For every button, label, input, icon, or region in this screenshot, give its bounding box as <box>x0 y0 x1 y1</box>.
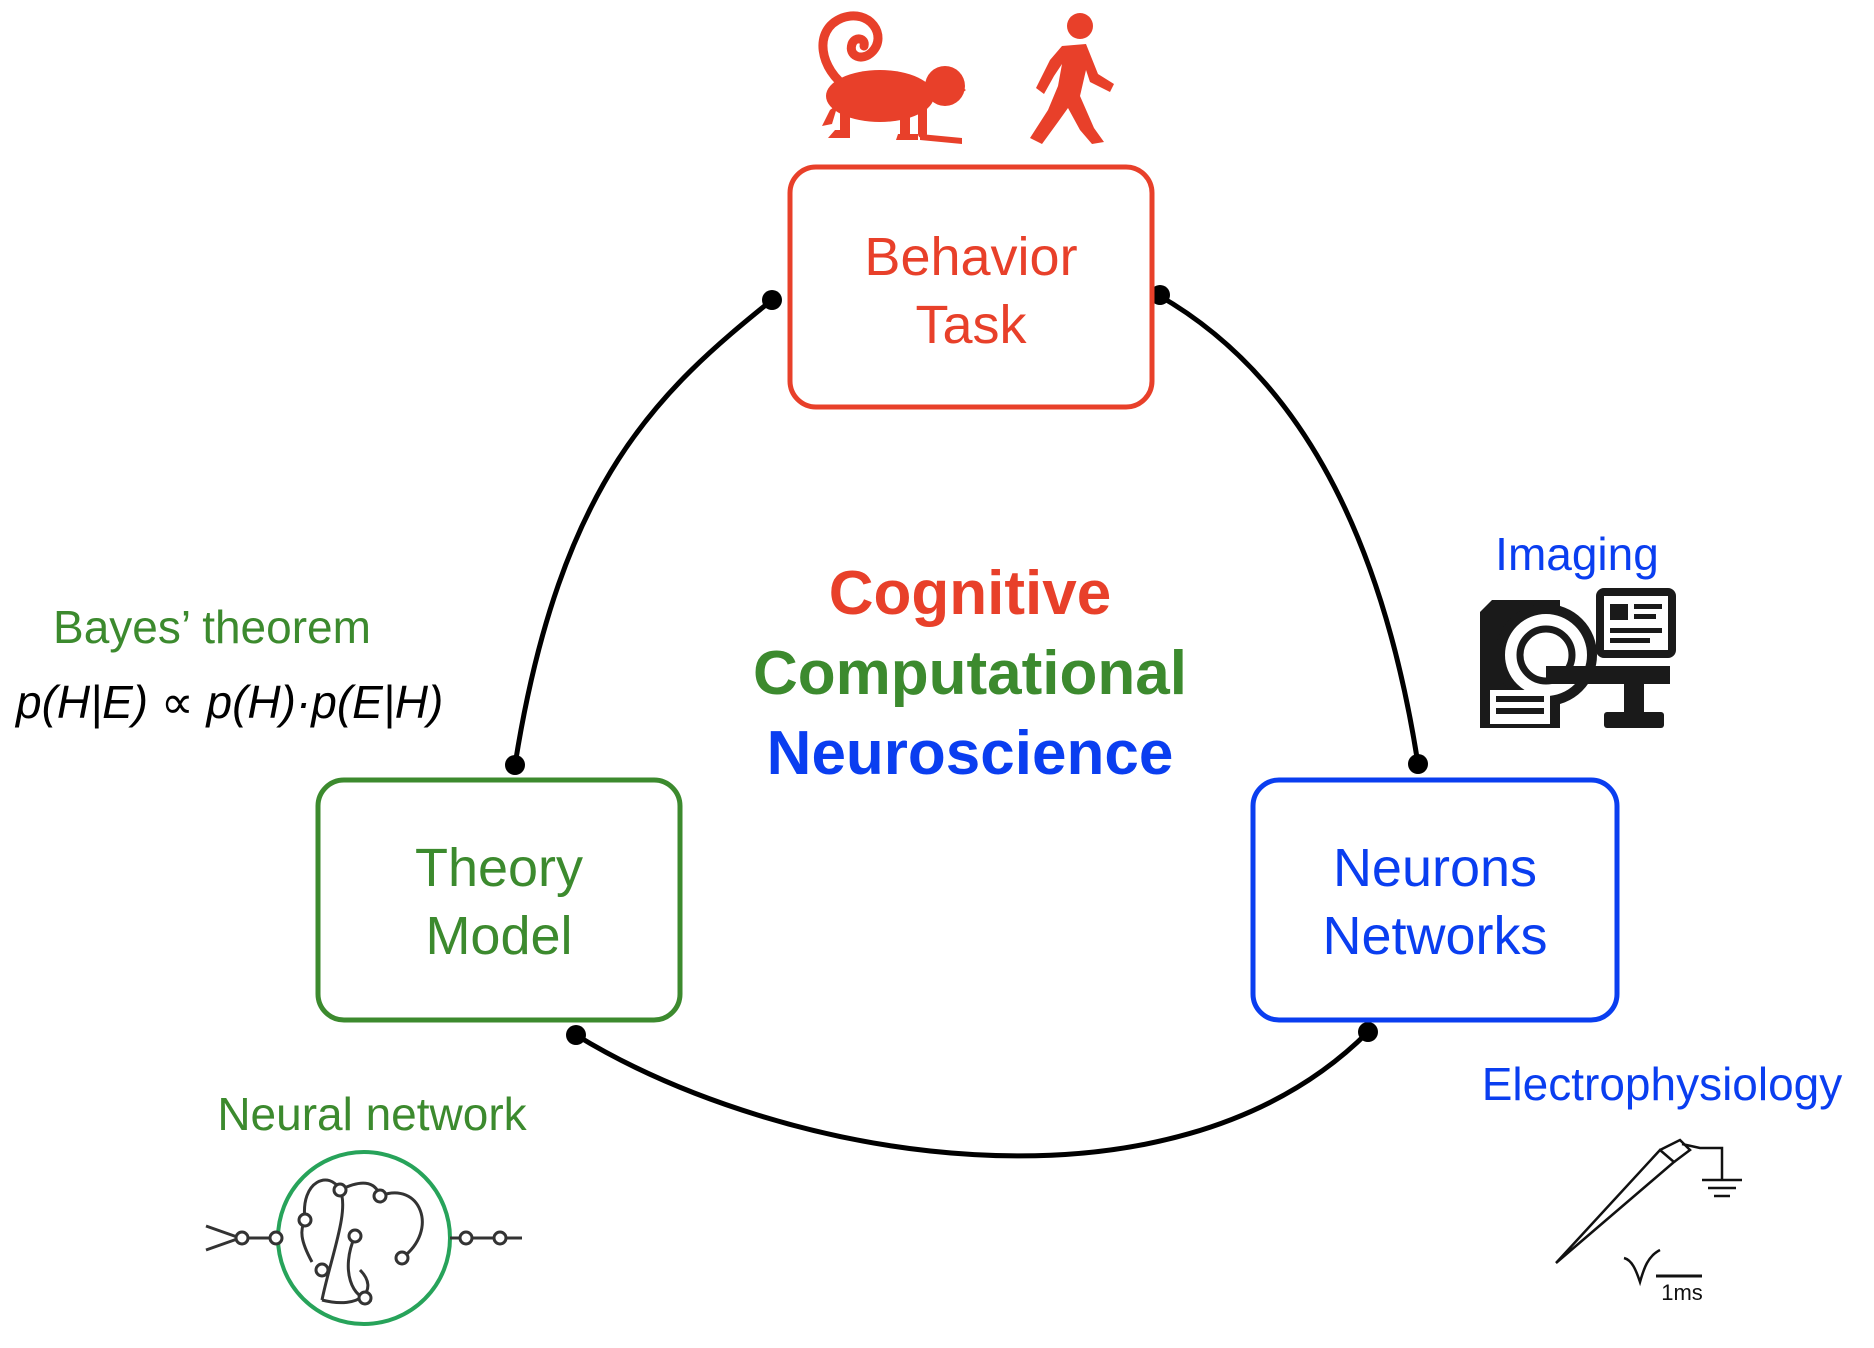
connector-behavior-theory <box>512 298 774 766</box>
model-label: Model <box>425 906 572 966</box>
electrophysiology-label: Electrophysiology <box>1482 1058 1843 1110</box>
neurons-label: Neurons <box>1333 838 1537 898</box>
monkey-icon <box>818 11 966 144</box>
behavior-task-box: Behavior Task <box>787 164 1155 410</box>
connectors <box>512 292 1421 1159</box>
connector-theory-neurons <box>574 1030 1370 1159</box>
walking-person-icon <box>1030 13 1114 144</box>
mri-scanner-icon <box>1480 588 1676 728</box>
electrode-icon <box>1555 1138 1742 1287</box>
center-title: Cognitive Computational Neuroscience <box>753 559 1187 788</box>
bayes-formula: p(H|E) ∝ p(H)·p(E|H) <box>14 676 443 728</box>
title-cognitive: Cognitive <box>829 559 1111 628</box>
scale-bar-label: 1ms <box>1661 1280 1703 1305</box>
connector-dot <box>1358 1022 1378 1042</box>
theory-label: Theory <box>415 838 583 898</box>
behavior-label: Behavior <box>864 227 1077 287</box>
neural-network-label: Neural network <box>217 1088 527 1140</box>
connector-endpoints <box>505 285 1428 1045</box>
connector-dot <box>762 290 782 310</box>
bayes-theorem-label: Bayes’ theorem <box>53 601 371 653</box>
networks-label: Networks <box>1322 906 1547 966</box>
theory-model-box: Theory Model <box>315 777 683 1023</box>
connector-dot <box>566 1025 586 1045</box>
connector-behavior-neurons <box>1156 292 1421 765</box>
title-computational: Computational <box>753 639 1187 708</box>
connector-dot <box>1150 285 1170 305</box>
task-label: Task <box>915 295 1027 355</box>
imaging-label: Imaging <box>1495 528 1659 580</box>
title-neuroscience: Neuroscience <box>767 719 1174 788</box>
neurons-networks-box: Neurons Networks <box>1250 777 1620 1023</box>
connector-dot <box>505 755 525 775</box>
connector-dot <box>1408 754 1428 774</box>
neural-network-icon <box>205 1150 522 1326</box>
